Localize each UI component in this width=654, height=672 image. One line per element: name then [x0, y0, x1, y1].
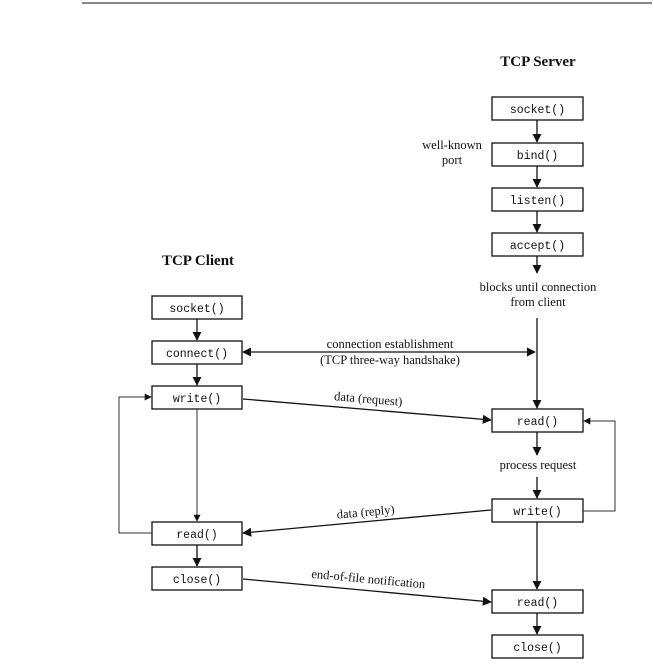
client-read-box: read()	[151, 521, 243, 546]
blocks-until-connection-label-1: blocks until connection	[480, 280, 597, 294]
server-accept-box: accept()	[491, 232, 584, 257]
client-close-box: close()	[151, 566, 243, 591]
client-socket-label: socket()	[169, 303, 224, 316]
server-close-box: close()	[491, 634, 584, 659]
server-write-box: write()	[491, 498, 584, 523]
client-socket-box: socket()	[151, 295, 243, 320]
eof-notification-label: end-of-file notification	[311, 567, 427, 592]
well-known-port-label-1: well-known	[422, 138, 482, 152]
server-socket-box: socket()	[491, 96, 584, 121]
server-listen-box: listen()	[491, 187, 584, 212]
client-title: TCP Client	[162, 253, 234, 269]
process-request-label: process request	[500, 458, 577, 472]
server-read-label: read()	[517, 416, 558, 429]
server-write-label: write()	[513, 506, 561, 519]
client-loop-arrow	[118, 393, 152, 534]
server-bind-box: bind()	[491, 142, 584, 167]
server-bind-label: bind()	[517, 150, 558, 163]
data-request-label: data (request)	[334, 389, 403, 409]
server-socket-label: socket()	[510, 104, 565, 117]
client-read-label: read()	[176, 529, 217, 542]
server-loop-arrow	[583, 417, 616, 512]
server-read2-label: read()	[517, 597, 558, 610]
server-close-label: close()	[513, 642, 561, 655]
server-read2-box: read()	[491, 589, 584, 614]
connection-establishment-label-1: connection establishment	[327, 337, 454, 351]
server-listen-label: listen()	[510, 195, 565, 208]
connection-establishment-label-2: (TCP three-way handshake)	[320, 353, 460, 367]
eof-notification-arrow	[242, 578, 492, 606]
server-title: TCP Server	[500, 54, 576, 70]
data-reply-arrow	[242, 509, 492, 537]
data-reply-label: data (reply)	[336, 502, 395, 521]
server-read-box: read()	[491, 408, 584, 433]
client-connect-label: connect()	[166, 348, 228, 361]
client-write-label: write()	[173, 393, 221, 406]
server-accept-label: accept()	[510, 240, 565, 253]
client-close-label: close()	[173, 574, 221, 587]
well-known-port-label-2: port	[442, 153, 463, 167]
client-connect-box: connect()	[151, 340, 243, 365]
data-request-arrow	[242, 398, 492, 424]
blocks-until-connection-label-2: from client	[510, 295, 566, 309]
client-write-box: write()	[151, 385, 243, 410]
